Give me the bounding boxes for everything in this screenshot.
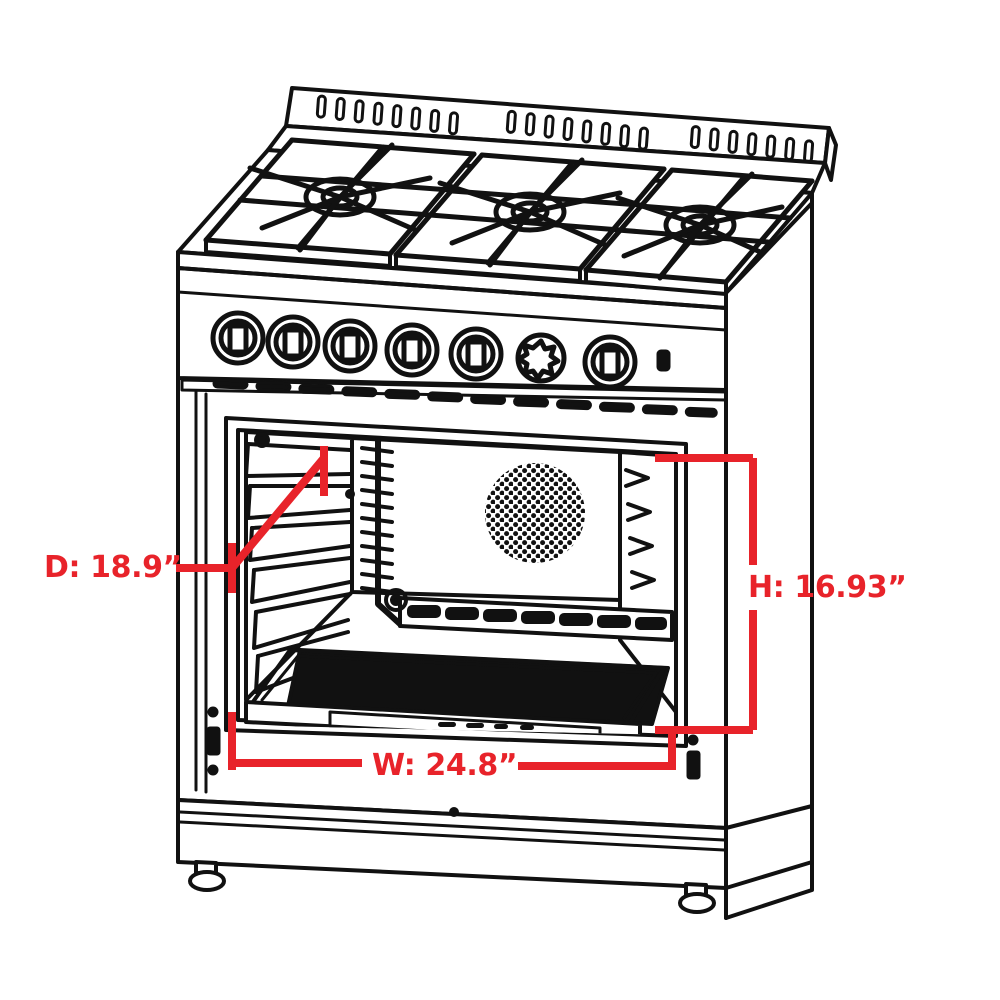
igniter-dial (515, 332, 567, 384)
oven-rack-guides-right (618, 450, 676, 714)
leveling-legs (188, 860, 716, 914)
oven-knob (582, 334, 638, 390)
cooktop-grates (203, 137, 815, 296)
oven-rack-guides-left (244, 430, 354, 702)
width-dimension-line (228, 712, 676, 770)
broiler-grill (384, 588, 674, 642)
convection-fan-cover (485, 463, 585, 563)
panel-vent-slots (212, 378, 718, 418)
leveling-foot-right (678, 882, 716, 914)
depth-dimension-label: D: 18.9” (44, 550, 182, 585)
burner-knob-3 (322, 318, 378, 374)
dimension-lines (176, 446, 757, 770)
control-knobs (210, 310, 671, 390)
width-dimension-label: W: 24.8” (372, 748, 518, 783)
leveling-foot-left (188, 860, 226, 892)
height-dimension-label: H: 16.93” (748, 570, 907, 605)
burner-knob-2 (265, 314, 321, 370)
burner-knob-4 (384, 322, 440, 378)
height-dimension-line (655, 454, 757, 734)
backguard-vent-slots (315, 94, 815, 164)
depth-dimension-line (176, 446, 328, 593)
kick-plate (176, 798, 814, 890)
burner-knob-5 (448, 326, 504, 382)
burner-knob-1 (210, 310, 266, 366)
door-latch-marks (206, 706, 701, 780)
status-indicator (656, 349, 671, 372)
